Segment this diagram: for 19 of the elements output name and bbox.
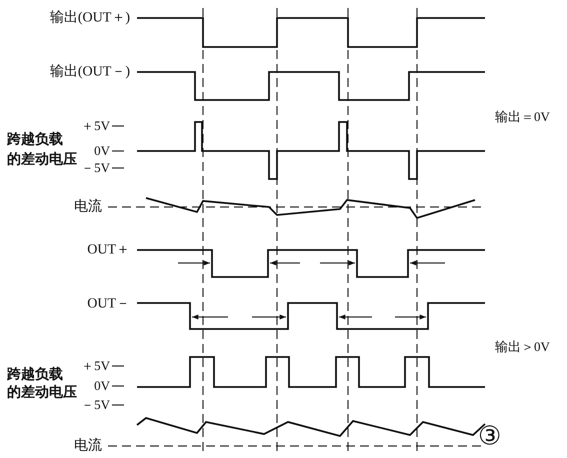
- voltage-tick-label: ＋5V: [81, 358, 110, 374]
- signal-label: 电流: [74, 199, 102, 215]
- figure-number: ③: [478, 422, 501, 452]
- voltage-tick-label: 0V: [94, 144, 110, 158]
- signal-label: 跨越负载: [7, 132, 63, 148]
- signal-label: 的差动电压: [7, 152, 77, 168]
- signal-label: 的差动电压: [7, 385, 77, 401]
- signal-label: OUT＋: [87, 242, 130, 258]
- voltage-tick-label: －5V: [81, 398, 110, 412]
- signal-label: 跨越负载: [7, 367, 63, 383]
- signal-label: 输出(OUT－): [50, 64, 130, 80]
- signal-label: 电流: [74, 438, 102, 454]
- voltage-tick-label: ＋5V: [81, 118, 110, 134]
- signal-label: OUT－: [87, 296, 130, 312]
- signal-label: 输出(OUT＋): [50, 10, 130, 26]
- voltage-tick-label: －5V: [81, 160, 110, 176]
- condition-label: 输出＞0V: [495, 340, 550, 354]
- condition-label: 输出＝0V: [495, 110, 550, 124]
- voltage-tick-label: 0V: [94, 378, 110, 394]
